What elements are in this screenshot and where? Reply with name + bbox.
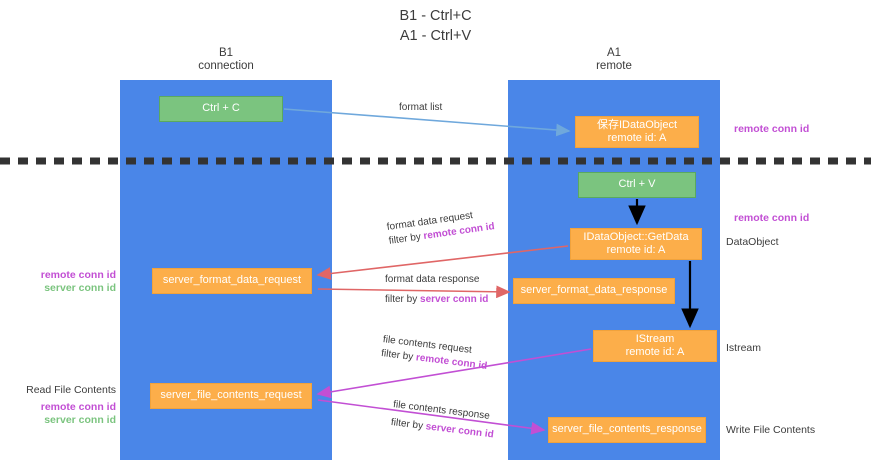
annotation-dataobject: DataObject — [726, 236, 779, 248]
filter-by-prefix: filter by — [388, 231, 425, 247]
node-ctrl-v-label: Ctrl + V — [618, 178, 656, 191]
node-istream[interactable]: IStream remote id: A — [593, 330, 717, 362]
annotation-read-file-contents: Read File Contents — [26, 384, 116, 396]
node-server-format-data-response[interactable]: server_format_data_response — [513, 278, 675, 304]
node-server-format-data-response-label: server_format_data_response — [520, 284, 668, 297]
title-line-2: A1 - Ctrl+V — [399, 28, 472, 44]
filter-by-prefix: filter by — [390, 416, 427, 433]
node-istream-title: IStream — [635, 332, 675, 345]
node-server-format-data-request-label: server_format_data_request — [162, 274, 302, 287]
arrow-format-data-response — [317, 285, 511, 299]
title-line-1: B1 - Ctrl+C — [399, 8, 472, 24]
node-getdata-title: IDataObject::GetData — [583, 230, 689, 243]
node-server-file-contents-request-label: server_file_contents_request — [160, 389, 302, 402]
lane-header-a1: A1 remote — [538, 47, 690, 73]
node-idataobject-title: 保存IDataObject — [596, 118, 678, 131]
node-server-file-contents-response[interactable]: server_file_contents_response — [548, 417, 706, 443]
node-server-format-data-request[interactable]: server_format_data_request — [152, 268, 312, 294]
node-istream-subtitle: remote id: A — [625, 346, 685, 358]
lane-header-b1-sub: connection — [198, 60, 254, 72]
filter-key-server-conn-id: server conn id — [420, 294, 489, 305]
annotation-write-file-contents: Write File Contents — [726, 424, 816, 436]
arrow-format-data-request — [316, 245, 569, 280]
page-title: B1 - Ctrl+C A1 - Ctrl+V — [0, 6, 871, 46]
node-ctrl-c[interactable]: Ctrl + C — [159, 96, 283, 122]
node-idataobject-getdata[interactable]: IDataObject::GetData remote id: A — [570, 228, 702, 260]
annotation-left-conn-ids-top: remote conn id server conn id — [18, 269, 116, 295]
lane-header-b1: B1 connection — [150, 47, 302, 73]
lane-header-a1-sub: remote — [596, 60, 632, 72]
node-ctrl-c-label: Ctrl + C — [202, 102, 240, 115]
edge-label-format-data-response: format data response filter by server co… — [385, 273, 488, 307]
arrow-format-list — [283, 108, 571, 137]
annotation-left-conn-ids-bottom: remote conn id server conn id — [18, 401, 116, 427]
lane-header-b1-name: B1 — [218, 47, 234, 59]
edge-label-format-data-response-line1: format data response — [385, 274, 480, 285]
filter-by-prefix: filter by — [385, 294, 421, 305]
node-idataobject[interactable]: 保存IDataObject remote id: A — [575, 116, 699, 148]
lane-header-a1-name: A1 — [606, 47, 622, 59]
annotation-istream: Istream — [726, 342, 762, 354]
filter-by-prefix: filter by — [380, 347, 417, 364]
annotation-left-remote-conn-id: remote conn id — [40, 269, 116, 281]
node-server-file-contents-request[interactable]: server_file_contents_request — [150, 383, 312, 409]
edge-label-format-data-response-line2: filter by server conn id — [385, 293, 488, 307]
node-ctrl-v[interactable]: Ctrl + V — [578, 172, 696, 198]
node-server-file-contents-response-label: server_file_contents_response — [552, 423, 702, 436]
annotation-remote-conn-id-mid: remote conn id — [734, 212, 810, 224]
annotation-remote-conn-id-top: remote conn id — [734, 123, 810, 135]
edge-label-format-list: format list — [399, 102, 443, 113]
annotation-left-server-conn-id: server conn id — [44, 282, 116, 294]
node-idataobject-subtitle: remote id: A — [607, 132, 667, 144]
arrow-file-contents-response — [317, 399, 546, 435]
annotation-left-server-conn-id-2: server conn id — [44, 414, 116, 426]
annotation-left-remote-conn-id-2: remote conn id — [40, 401, 116, 413]
node-getdata-subtitle: remote id: A — [606, 244, 666, 256]
arrow-file-contents-request — [316, 348, 592, 399]
